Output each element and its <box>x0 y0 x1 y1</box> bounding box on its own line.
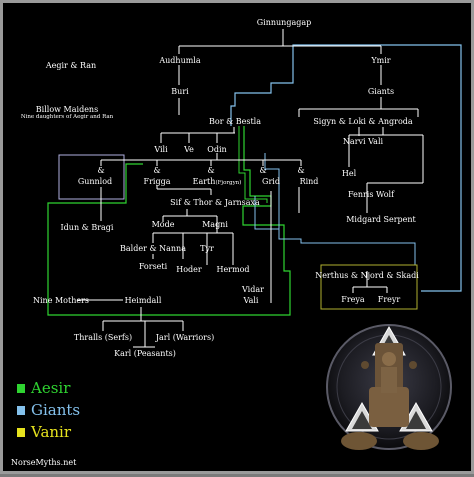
node-narvi-vali: Narvi Vali <box>342 137 384 146</box>
node-billow-maidens: Billow Maidens <box>35 105 99 114</box>
node-earth-name: Earth <box>192 177 216 186</box>
valknut-emblem <box>326 324 452 450</box>
node-billow-sub: Nine daughters of Aegir and Ran <box>20 114 114 120</box>
node-hermod: Hermod <box>216 265 250 274</box>
node-idun-bragi: Idun & Bragi <box>60 223 114 232</box>
node-midgard-serpent: Midgard Serpent <box>346 215 416 224</box>
node-odin: Odin <box>207 145 227 154</box>
node-jarl: Jarl (Warriors) <box>155 333 215 342</box>
node-earth-alias: (Fjorgyn) <box>215 180 242 186</box>
node-heimdall: Heimdall <box>124 296 162 305</box>
node-vali: Vali <box>243 296 259 305</box>
connector-lines <box>47 29 462 450</box>
legend-giants-swatch <box>17 406 25 415</box>
node-gunnlod: Gunnlod <box>77 177 113 186</box>
legend-aesir: Aesir <box>31 379 71 397</box>
legend-aesir-swatch <box>17 384 25 393</box>
node-rind: Rind <box>299 177 319 186</box>
node-forseti: Forseti <box>138 262 168 271</box>
node-balder-nanna: Balder & Nanna <box>120 244 186 253</box>
node-nine-mothers: Nine Mothers <box>32 296 90 305</box>
vanir-box <box>320 264 418 310</box>
node-fenris-wolf: Fenris Wolf <box>347 190 395 199</box>
node-amp-grid: & <box>259 166 267 175</box>
node-hel: Hel <box>341 169 357 178</box>
node-audhumla: Audhumla <box>159 56 201 65</box>
node-hoder: Hoder <box>176 265 202 274</box>
node-frigga: Frigga <box>143 177 171 186</box>
node-nerthus-njord-skadi: Nerthus & Njord & Skadi <box>315 271 419 280</box>
node-amp-earth: & <box>207 166 215 175</box>
node-amp-gunnlod: & <box>97 166 105 175</box>
legend-giants: Giants <box>31 401 81 419</box>
tree-lines <box>77 29 424 348</box>
node-amp-frigga: & <box>153 166 161 175</box>
node-freyr: Freyr <box>377 295 401 304</box>
node-karl: Karl (Peasants) <box>114 349 176 358</box>
node-ymir: Ymir <box>371 56 391 65</box>
aesir-outline-inner <box>238 126 268 203</box>
node-aegir-ran: Aegir & Ran <box>45 61 97 70</box>
node-buri: Buri <box>171 87 189 96</box>
node-grid: Grid <box>262 177 280 186</box>
node-tyr: Tyr <box>200 244 214 253</box>
node-amp-rind: & <box>297 166 305 175</box>
node-modi: Mode <box>151 220 175 229</box>
node-giants: Giants <box>367 87 395 96</box>
node-ginnungagap: Ginnungagap <box>256 18 312 27</box>
node-ve: Ve <box>184 145 194 154</box>
node-freya: Freya <box>341 295 365 304</box>
legend-vanir-swatch <box>17 428 25 437</box>
node-sif-thor-jarnsaxa: Sif & Thor & Jarnsaxa <box>170 198 260 207</box>
node-thralls: Thralls (Serfs) <box>73 333 133 342</box>
node-magni: Magni <box>202 220 228 229</box>
aesir-outline <box>47 126 291 316</box>
node-earth: Earth(Fjorgyn) <box>193 177 242 187</box>
node-vili: Vili <box>154 145 168 154</box>
gunnlod-box <box>58 154 125 200</box>
node-sigyn-loki-angroda: Sigyn & Loki & Angroda <box>313 117 413 126</box>
node-vidar: Vidar <box>242 285 264 294</box>
giants-outline-3 <box>264 153 416 265</box>
site-credit: NorseMyths.net <box>11 458 77 467</box>
legend-vanir: Vanir <box>31 423 72 441</box>
giants-outline <box>230 46 294 126</box>
node-bor-bestla: Bor & Bestla <box>209 117 261 126</box>
giants-outline-2 <box>292 44 462 292</box>
